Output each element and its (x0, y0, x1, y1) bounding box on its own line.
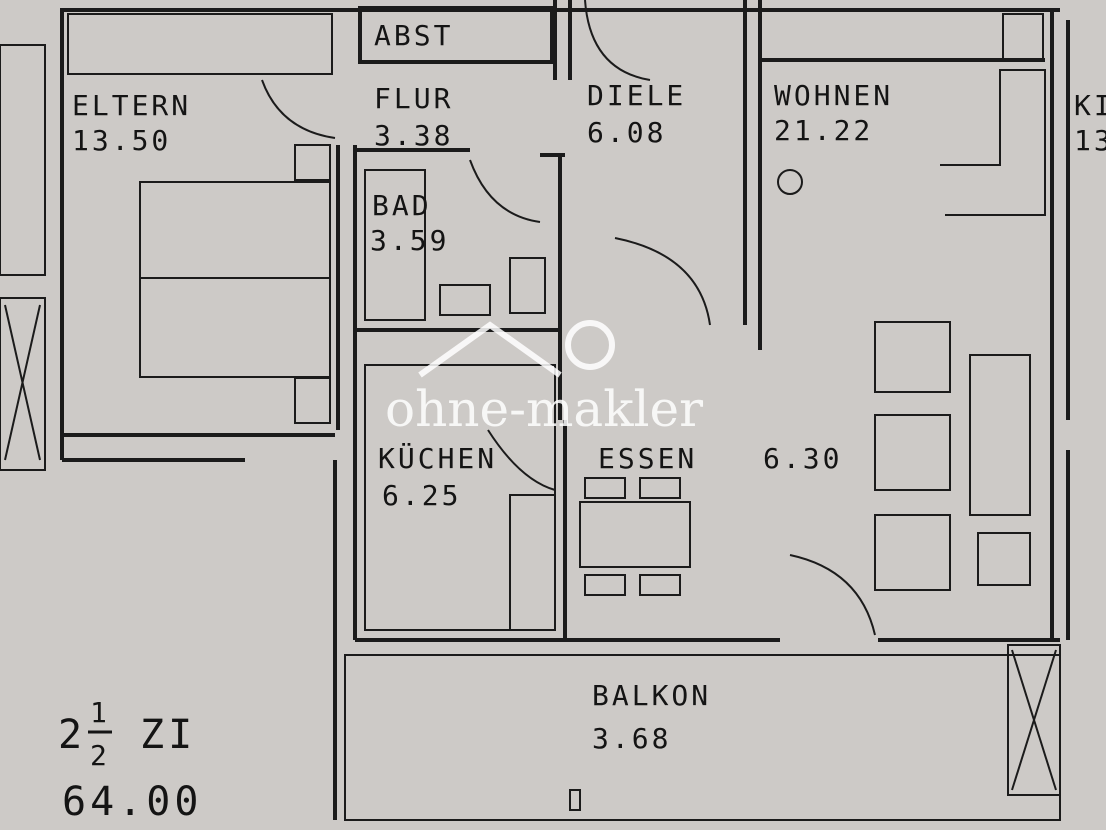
room-name-abst: ABST (374, 19, 453, 52)
room-labels: ELTERN 13.50 ABST FLUR 3.38 DIELE 6.08 W… (72, 19, 1106, 755)
room-name-essen: ESSEN (598, 442, 697, 475)
room-name-wohnen: WOHNEN (774, 79, 893, 112)
rooms-suffix: ZI (140, 712, 196, 758)
rooms-fraction-numerator: 1 (90, 696, 110, 729)
room-name-kuechen: KÜCHEN (378, 441, 497, 475)
room-area-balkon: 3.68 (592, 722, 671, 755)
room-area-kind: 13 (1074, 124, 1106, 157)
rooms-whole: 2 (58, 712, 86, 758)
room-area-flur: 3.38 (374, 119, 453, 152)
room-name-bad: BAD (372, 189, 432, 222)
room-area-diele: 6.08 (587, 116, 666, 149)
room-name-flur: FLUR (374, 82, 453, 115)
room-name-balkon: BALKON (592, 679, 711, 712)
walls (0, 0, 1070, 821)
total-area: 64.00 (62, 779, 202, 825)
watermark: ohne-makler (385, 320, 703, 438)
room-area-eltern: 13.50 (72, 124, 171, 157)
room-area-essen: 6.30 (763, 442, 842, 475)
room-name-kind: KI (1074, 89, 1106, 122)
watermark-text: ohne-makler (385, 380, 703, 438)
apartment-summary: 2 1 2 ZI 64.00 (58, 696, 202, 825)
room-name-diele: DIELE (587, 79, 686, 112)
room-name-eltern: ELTERN (72, 89, 191, 122)
room-area-kuechen: 6.25 (382, 479, 461, 512)
room-area-wohnen: 21.22 (774, 114, 873, 147)
rooms-fraction-denominator: 2 (90, 739, 110, 772)
room-area-bad: 3.59 (370, 224, 449, 257)
